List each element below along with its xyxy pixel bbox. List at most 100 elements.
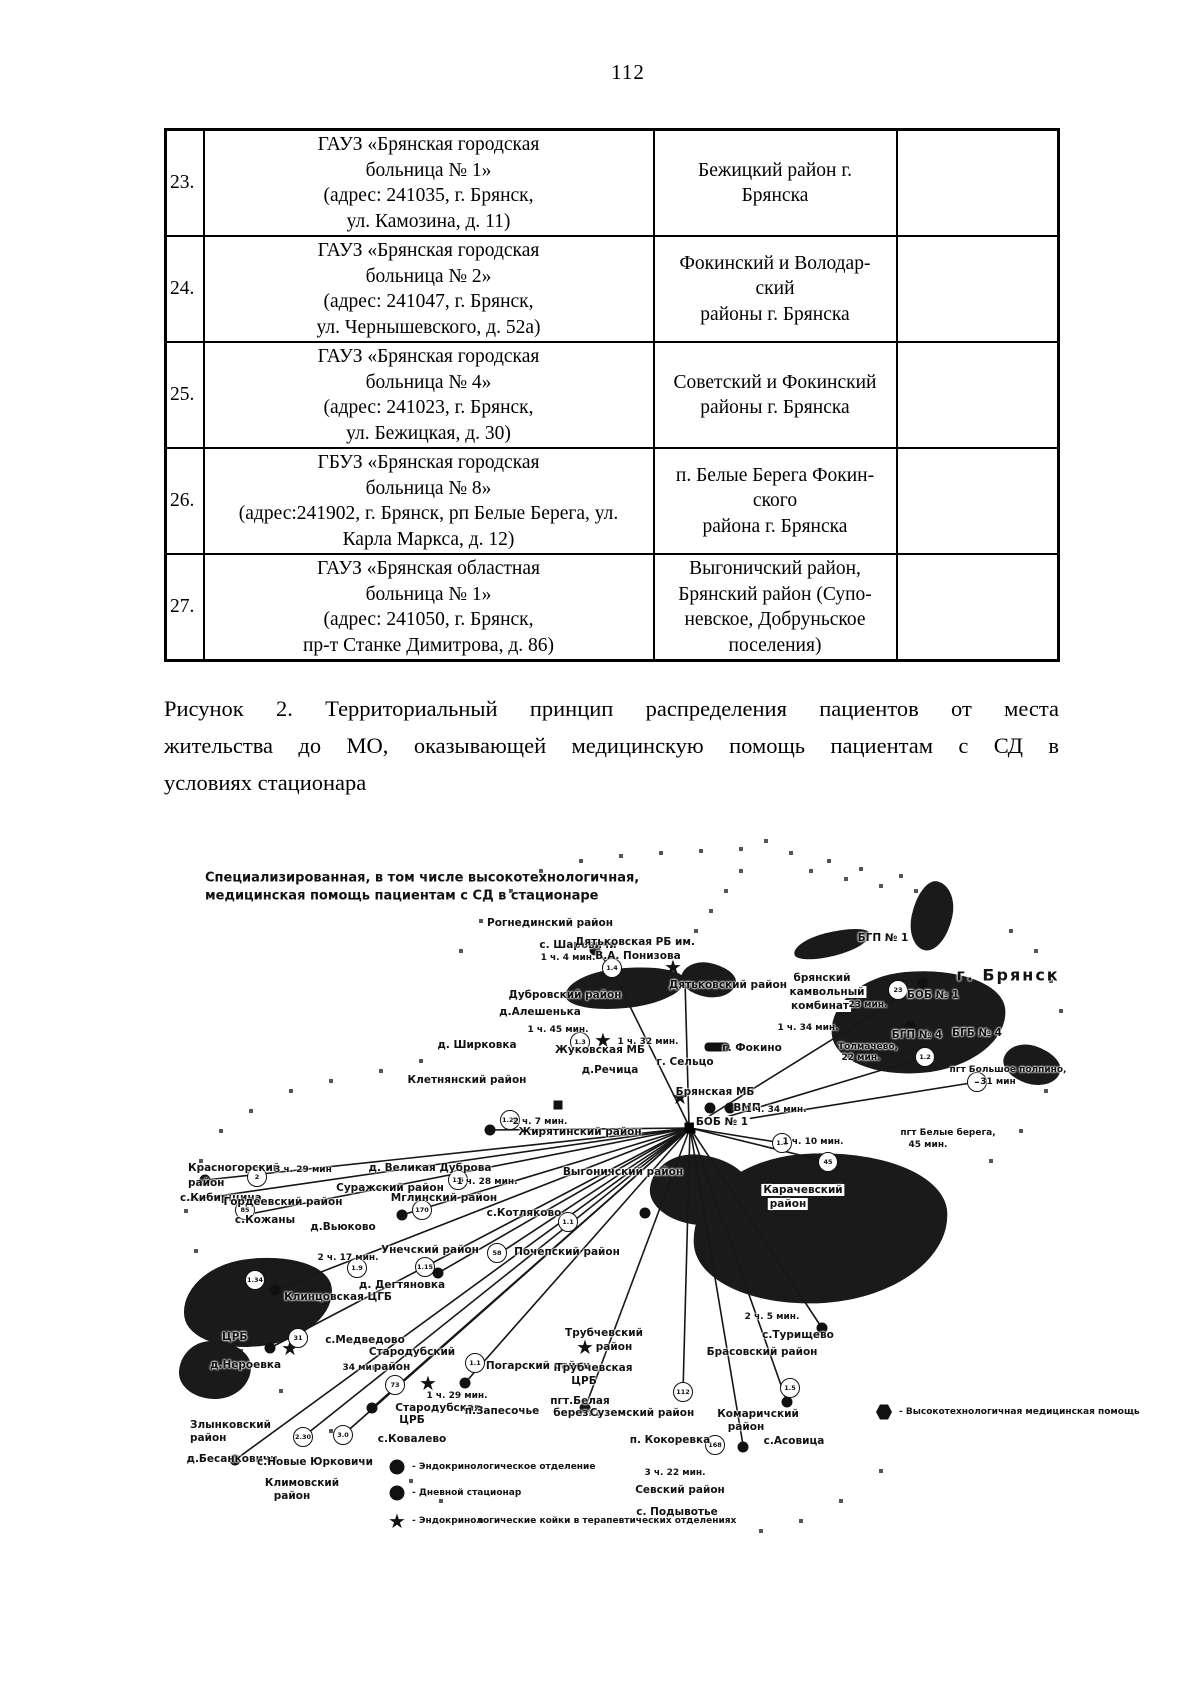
row-number: 26. (164, 447, 205, 555)
map-label: Суземский район (589, 1407, 695, 1419)
map-label: с. Шаровичи (539, 939, 617, 951)
legend-label: - Эндокринологические койки в терапевтич… (412, 1516, 737, 1526)
map-label: Жирятинский район (518, 1126, 642, 1138)
map-label: д.Алешенька (499, 1006, 581, 1018)
endocrinology-dept-dot-icon (589, 944, 601, 956)
map-label: ВМП (733, 1102, 761, 1114)
map-label: с.Турищево (762, 1329, 834, 1341)
endo-beds-star-icon: ★ (664, 955, 682, 979)
map-label: пгт Белые берега, (900, 1128, 996, 1138)
map-label: Толмачево, (838, 1042, 898, 1052)
map-label: медицинская помощь пациентам с СД в стац… (205, 888, 599, 904)
travel-time-circle-icon: 73 (385, 1375, 405, 1395)
legend-star-icon: ★ (388, 1509, 406, 1533)
endo-beds-star-icon: ★ (576, 1335, 594, 1359)
map-label: с.Кибирщина (180, 1192, 262, 1204)
map-label: Жуковская МБ (555, 1044, 645, 1056)
map-label: Дятьковская РБ им. (575, 936, 695, 948)
legend-label: - Дневной стационар (412, 1488, 522, 1498)
map-label: 1 ч. 34 мин. (745, 1105, 807, 1115)
map-label: район (373, 1361, 411, 1373)
endocrinology-dept-dot-icon (904, 1020, 916, 1032)
travel-time-circle-icon: 45 (818, 1152, 838, 1172)
map-label: Гордеевский район (223, 1196, 343, 1208)
legend-label: - Высокотехнологичная медицинская помощь (899, 1407, 1140, 1417)
empty-cell (895, 235, 1060, 343)
endocrinology-dept-dot-icon (639, 1207, 651, 1219)
endocrinology-dept-dot-icon (781, 1396, 793, 1408)
page-number: 112 (611, 60, 645, 84)
map-label: Карачевский (761, 1184, 845, 1196)
map-label: Злынковский (190, 1419, 271, 1431)
endo-beds-star-icon: ★ (419, 1371, 437, 1395)
facility-cell: ГБУЗ «Брянская городская больница № 8» (… (202, 447, 655, 555)
territory-cell: Фокинский и Володар- ский районы г. Брян… (652, 235, 898, 343)
travel-time-circle-icon: 1.1 (465, 1353, 485, 1373)
map-label: ЦРБ (399, 1414, 425, 1426)
map-label: Суражский район (336, 1182, 444, 1194)
endocrinology-dept-dot-icon (579, 1402, 591, 1414)
map-label: 34 мин. (342, 1363, 382, 1373)
endocrinology-dept-dot-icon (484, 1124, 496, 1136)
map-label: 2 ч. 5 мин. (744, 1312, 800, 1322)
map-label: БГП № 1 (857, 932, 909, 944)
map-label: ЦРБ (222, 1331, 248, 1343)
table-row: 25.ГАУЗ «Брянская городская больница № 4… (164, 341, 1060, 449)
map-label: г. Сельцо (656, 1056, 714, 1068)
town-pill-marker (704, 1042, 730, 1052)
figure-caption: Рисунок 2. Территориальный принцип распр… (164, 690, 1059, 801)
row-number: 27. (164, 553, 205, 662)
map-label: березка (553, 1407, 603, 1419)
table-row: 24.ГАУЗ «Брянская городская больница № 2… (164, 235, 1060, 343)
endo-beds-star-icon: ★ (594, 1028, 612, 1052)
map-label: пгт.Белая (550, 1395, 610, 1407)
table-row: 26.ГБУЗ «Брянская городская больница № 8… (164, 447, 1060, 555)
map-label: 1 ч. 45 мин. (527, 1025, 589, 1035)
empty-cell (895, 341, 1060, 449)
travel-time-circle-icon: 1.34 (245, 1270, 265, 1290)
empty-cell (895, 553, 1060, 662)
map-label: с.Котляково (486, 1207, 562, 1219)
endocrinology-dept-dot-icon (269, 1284, 281, 1296)
travel-time-circle-icon: 23 (888, 980, 908, 1000)
map-label: Дубровский район (508, 989, 622, 1001)
travel-time-circle-icon: 1.5 (780, 1378, 800, 1398)
legend-label: - Эндокринологическое отделение (412, 1462, 596, 1472)
travel-time-circle-icon: 1.4 (602, 958, 622, 978)
map-label: 1 ч. 29 мин. (426, 1391, 488, 1401)
map-label: Мглинский район (390, 1192, 498, 1204)
travel-time-circle-icon: 3.0 (333, 1425, 353, 1445)
map-label: 2 ч. 7 мин. (512, 1117, 568, 1127)
facility-cell: ГАУЗ «Брянская городская больница № 4» (… (202, 341, 655, 449)
legend-hex-icon (876, 1404, 892, 1420)
map-label: Стародубская (395, 1402, 481, 1414)
endocrinology-dept-dot-icon (432, 1267, 444, 1279)
endocrinology-dept-dot-icon (917, 977, 929, 989)
endo-beds-star-icon: ★ (671, 1085, 689, 1109)
map-label: г. Брянск (956, 965, 1060, 985)
travel-time-circle-icon: 1.2 (772, 1133, 792, 1153)
map-label: 3 ч. 22 мин. (644, 1468, 706, 1478)
map-label: Почепский район (514, 1246, 620, 1258)
route-lines (189, 949, 978, 1461)
map-label: БОБ № 1 (693, 1116, 751, 1128)
map-label: Комаричский (717, 1408, 799, 1420)
map-label: Севский район (635, 1484, 725, 1496)
map-label: Трубчевский (565, 1327, 643, 1339)
legend-dot-icon (389, 1459, 405, 1475)
map-label: п. Кокоревка (629, 1434, 711, 1446)
map-label: ЦРБ (571, 1375, 597, 1387)
map-label: 1 ч. 32 мин. (617, 1037, 679, 1047)
endocrinology-dept-dot-icon (949, 1027, 961, 1039)
map-label: БГБ № 4 (952, 1027, 1002, 1039)
map-label: Рогнединский район (486, 917, 614, 929)
map-label: Красногорский (188, 1162, 281, 1174)
map-label: д. Великая Дуброва (368, 1162, 492, 1174)
travel-time-circle-icon: 58 (487, 1243, 507, 1263)
map-label: д.Вьюково (310, 1221, 376, 1233)
map-label: район (273, 1490, 311, 1502)
row-number: 24. (164, 235, 205, 343)
territory-cell: Советский и Фокинский районы г. Брянска (652, 341, 898, 449)
map-label: д.Нероевка (210, 1359, 282, 1371)
map-label: Брасовский район (706, 1346, 818, 1358)
